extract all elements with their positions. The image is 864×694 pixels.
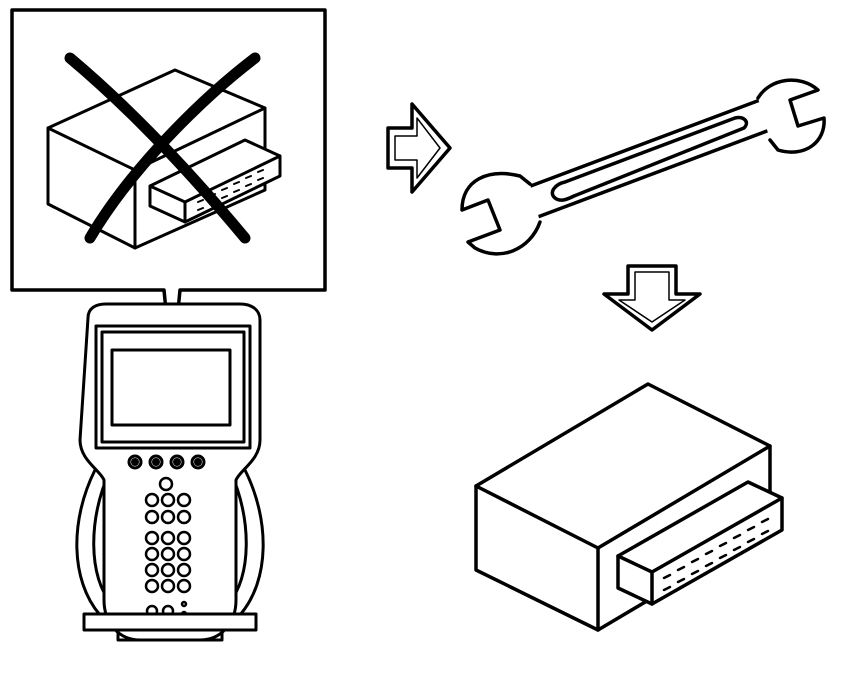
arrow-right-icon — [386, 102, 452, 194]
control-module-icon — [474, 382, 784, 632]
wrench-icon — [460, 78, 826, 256]
scan-tool-icon — [75, 302, 265, 642]
x-cross-icon — [64, 52, 261, 244]
arrow-down-icon — [602, 264, 702, 332]
